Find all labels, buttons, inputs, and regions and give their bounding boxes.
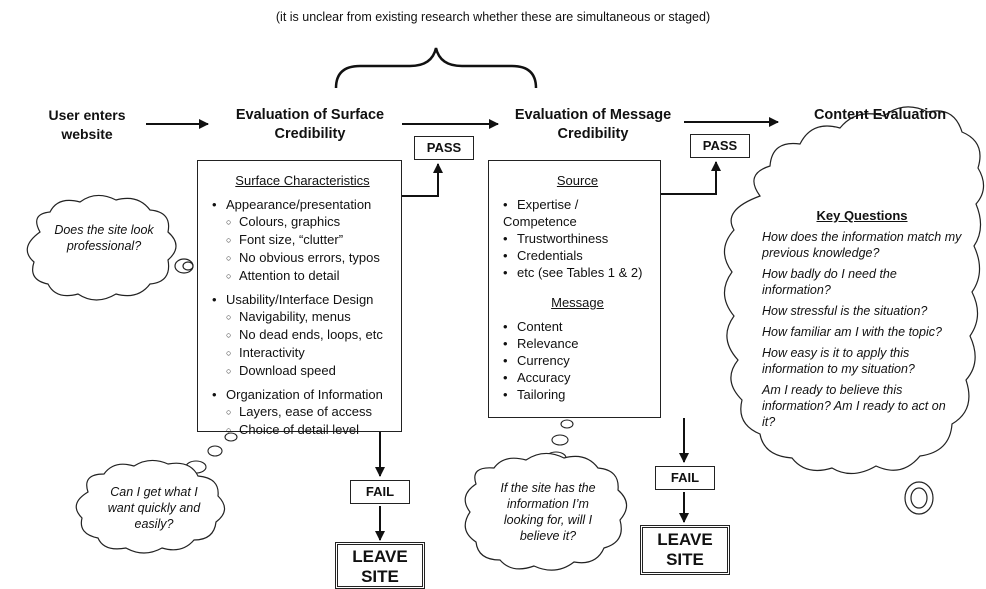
key-question: How does the information match my previo…: [762, 230, 962, 260]
surface-item: Navigability, menus: [212, 308, 393, 326]
brace: [334, 47, 538, 89]
key-questions-title: Key Questions: [816, 208, 908, 223]
source-item: Expertise / Competence: [503, 196, 652, 230]
source-item: Credentials: [503, 247, 652, 264]
message-item: Accuracy: [503, 369, 652, 386]
key-questions-panel: Key Questions How does the information m…: [762, 208, 962, 435]
key-questions-list: How does the information match my previo…: [762, 229, 962, 430]
source-list: Expertise / Competence Trustworthiness C…: [503, 196, 652, 281]
thought-dots-quickly: [185, 432, 238, 474]
surface-group-label: Usability/Interface Design: [212, 291, 393, 308]
fail-label-message: FAIL: [655, 466, 715, 490]
leave-site-surface: LEAVE SITE: [335, 542, 425, 589]
pass-label-message: PASS: [690, 134, 750, 158]
surface-item: Layers, ease of access: [212, 403, 393, 421]
arrow-message-pass: [660, 161, 721, 195]
surface-item: Interactivity: [212, 344, 393, 362]
stage-content-evaluation: Content Evaluation: [813, 107, 947, 123]
message-heading: Message: [551, 295, 604, 310]
surface-item: No dead ends, loops, etc: [212, 326, 393, 344]
source-item: Trustworthiness: [503, 230, 652, 247]
surface-item: Attention to detail: [212, 267, 393, 285]
key-question: How stressful is the situation?: [762, 304, 928, 318]
message-credibility-box: Source Expertise / Competence Trustworth…: [488, 160, 661, 418]
surface-item: Choice of detail level: [212, 421, 393, 439]
surface-list: Appearance/presentation Colours, graphic…: [212, 196, 393, 439]
surface-group-label: Appearance/presentation: [212, 196, 393, 213]
thought-quickly-text: Can I get what I want quickly and easily…: [107, 485, 201, 531]
surface-item: No obvious errors, typos: [212, 249, 393, 267]
top-note: (it is unclear from existing research wh…: [275, 10, 711, 24]
message-list: Content Relevance Currency Accuracy Tail…: [503, 318, 652, 403]
surface-item: Font size, “clutter”: [212, 231, 393, 249]
fail-label-surface: FAIL: [350, 480, 410, 504]
key-question: How badly do I need the information?: [762, 267, 897, 297]
source-item: etc (see Tables 1 & 2): [503, 264, 652, 281]
key-question: How familiar am I with the topic?: [762, 325, 942, 339]
site-word: SITE: [666, 550, 704, 569]
message-item: Relevance: [503, 335, 652, 352]
key-question: How easy is it to apply this information…: [762, 346, 915, 376]
leave-site-message: LEAVE SITE: [640, 525, 730, 575]
key-question: Am I ready to believe this information? …: [762, 383, 946, 429]
stage-message-credibility: Evaluation of Message Credibility: [514, 107, 672, 142]
surface-item: Colours, graphics: [212, 213, 393, 231]
site-word: SITE: [361, 567, 399, 586]
leave-word: LEAVE: [657, 530, 713, 549]
leave-word: LEAVE: [352, 547, 408, 566]
key-questions-cloud: [723, 106, 985, 515]
message-item: Currency: [503, 352, 652, 369]
thought-cloud-believe: [464, 452, 628, 571]
message-item: Content: [503, 318, 652, 335]
surface-heading: Surface Characteristics: [235, 173, 370, 188]
surface-characteristics-box: Surface Characteristics Appearance/prese…: [197, 160, 402, 437]
thought-cloud-quickly: [75, 459, 226, 554]
source-heading: Source: [556, 173, 599, 188]
thought-believe-text: If the site has the information I’m look…: [500, 481, 596, 543]
stage-user-enters: User enters website: [48, 107, 126, 142]
surface-item: Download speed: [212, 362, 393, 380]
stage-surface-credibility: Evaluation of Surface Credibility: [235, 107, 385, 142]
thought-professional-text: Does the site look professional?: [54, 223, 154, 253]
surface-group-label: Organization of Information: [212, 386, 393, 403]
pass-label-surface: PASS: [414, 136, 474, 160]
message-item: Tailoring: [503, 386, 652, 403]
thought-cloud-professional: [26, 194, 194, 301]
